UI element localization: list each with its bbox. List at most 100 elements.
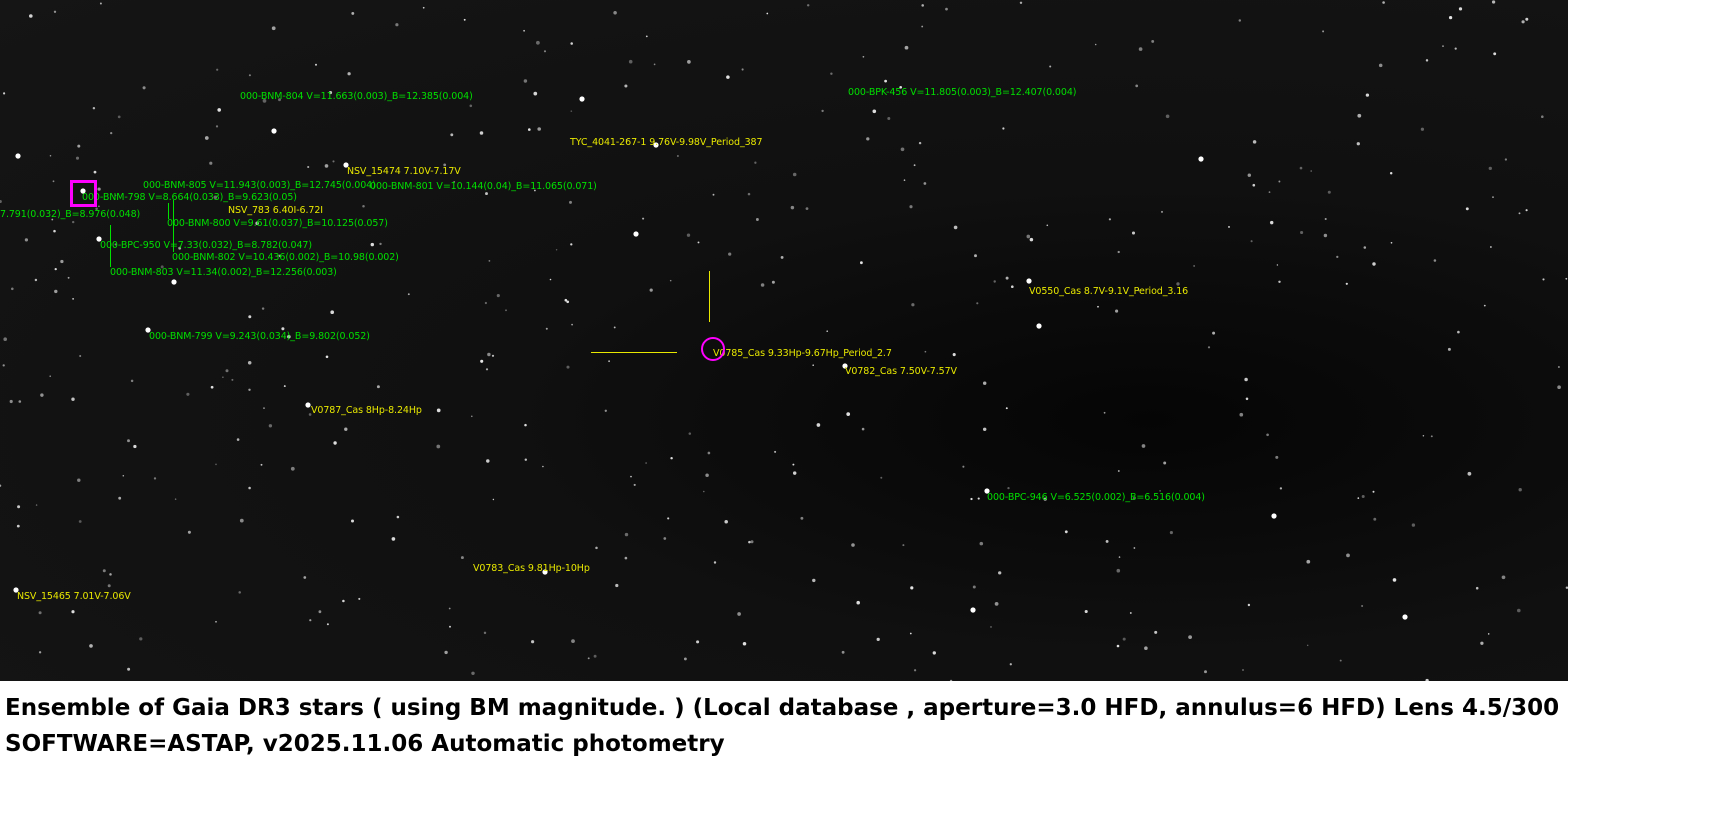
star (523, 79, 528, 83)
star (247, 361, 252, 365)
star (118, 496, 122, 500)
star (1159, 490, 1161, 492)
star (492, 498, 495, 501)
star (911, 303, 915, 307)
star (436, 444, 441, 449)
star (713, 561, 717, 564)
star (268, 424, 273, 428)
star (460, 556, 464, 560)
star (1525, 209, 1528, 212)
star (187, 530, 191, 534)
star (407, 293, 410, 296)
star (307, 165, 310, 169)
star (309, 619, 312, 622)
star (178, 246, 182, 250)
star (342, 599, 345, 603)
star (1457, 330, 1460, 334)
star (1278, 180, 1281, 183)
star (1132, 497, 1136, 500)
star (1430, 435, 1433, 438)
star (174, 498, 177, 500)
star (480, 359, 484, 363)
star (77, 144, 81, 148)
star (263, 407, 265, 409)
star (1324, 217, 1327, 221)
star (308, 413, 312, 416)
target-crosshair-horizontal (591, 352, 677, 353)
star (1026, 234, 1031, 239)
star (570, 243, 573, 246)
star (40, 393, 44, 397)
star (741, 68, 744, 71)
star (1300, 230, 1304, 235)
star (1064, 530, 1068, 534)
star (1322, 30, 1325, 33)
star (1492, 196, 1494, 198)
leader-line (110, 225, 111, 267)
star (71, 397, 75, 401)
star (1565, 586, 1568, 589)
star (127, 667, 131, 671)
star (488, 260, 491, 262)
star (379, 242, 382, 246)
star (1278, 280, 1281, 284)
star (570, 110, 573, 112)
star (1266, 433, 1269, 437)
star (484, 301, 488, 305)
star (1339, 659, 1342, 662)
star (1115, 309, 1119, 313)
star (564, 298, 568, 302)
star (1493, 52, 1497, 56)
star (1046, 224, 1049, 227)
star (1242, 669, 1244, 671)
star (1425, 678, 1429, 681)
star (697, 241, 700, 244)
star (862, 55, 865, 58)
star (215, 620, 217, 623)
star (984, 488, 990, 494)
star (921, 25, 924, 28)
star (604, 409, 607, 412)
star (305, 402, 311, 408)
star-label: 000-BPC-946 V=6.525(0.002)_B=6.516(0.004… (987, 492, 1205, 503)
star (642, 217, 645, 220)
star (977, 497, 980, 500)
star (923, 182, 927, 185)
star (1557, 385, 1561, 390)
star (332, 160, 335, 163)
star-label: 000-BNM-804 V=11.663(0.003)_B=12.385(0.0… (240, 91, 473, 102)
star-label: 7.791(0.032)_B=8.976(0.048) (0, 209, 141, 220)
star (1245, 397, 1249, 401)
star (571, 323, 573, 326)
star (1118, 556, 1121, 558)
star (630, 475, 632, 478)
star (238, 591, 241, 594)
star (1002, 127, 1005, 130)
star (1116, 644, 1120, 648)
star (351, 11, 355, 15)
star (1108, 218, 1112, 221)
star (485, 192, 488, 196)
star (724, 519, 728, 524)
star (628, 59, 633, 64)
star (395, 23, 399, 27)
star (117, 115, 121, 119)
star (909, 632, 912, 635)
star (884, 79, 887, 83)
star (703, 490, 705, 493)
star (990, 625, 992, 628)
star (816, 423, 821, 427)
star (615, 583, 619, 588)
star (0, 484, 2, 487)
star (160, 265, 164, 269)
star (1373, 517, 1377, 521)
star (1207, 346, 1211, 349)
star (443, 163, 447, 167)
star-label: 000-BNM-803 V=11.34(0.002)_B=12.256(0.00… (110, 267, 337, 278)
star (217, 108, 221, 112)
star (1389, 172, 1393, 175)
star (790, 205, 795, 210)
star (970, 497, 973, 501)
star (324, 164, 329, 168)
star (1501, 575, 1506, 580)
